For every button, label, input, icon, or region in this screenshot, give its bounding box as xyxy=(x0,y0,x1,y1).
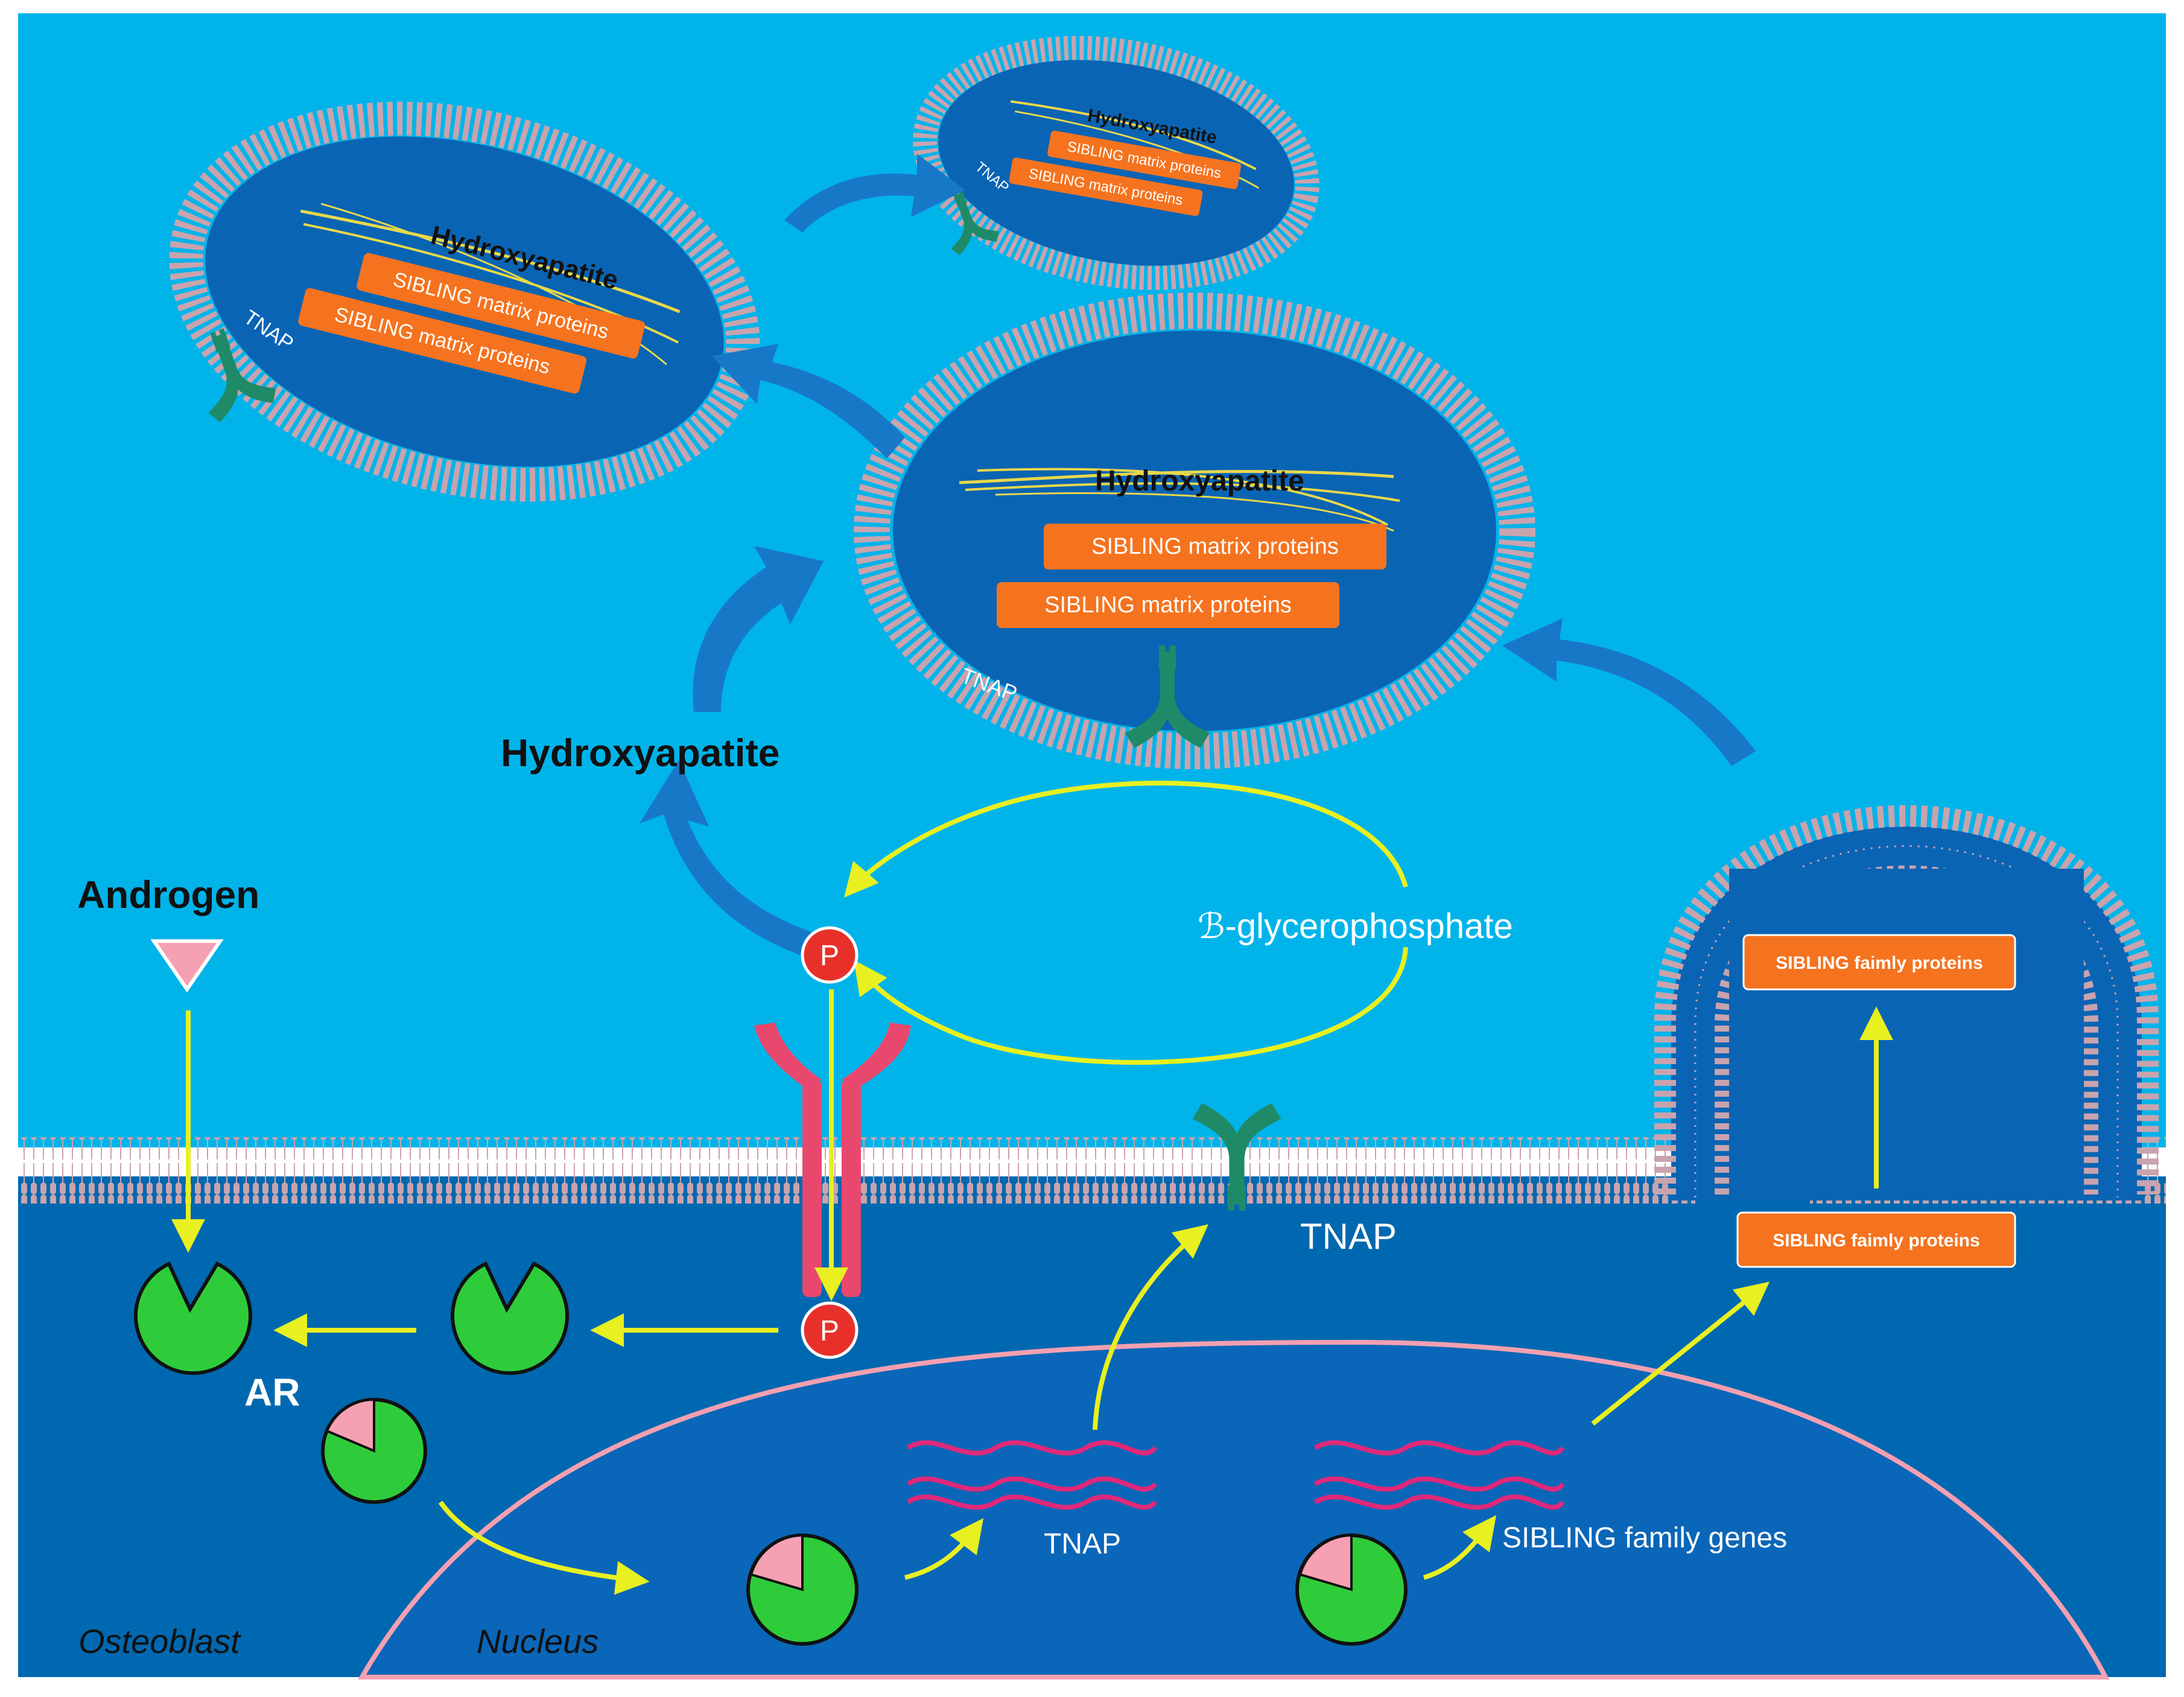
vesicle-large-sibling-box-1 xyxy=(1044,524,1386,569)
androgen-ligand-icon xyxy=(150,939,224,993)
vesicle-large-sibling-label-1: SIBLING matrix proteins xyxy=(1091,534,1339,559)
androgen-ar-complex-2 xyxy=(746,1534,859,1646)
arrow-complex-to-tnap-gene xyxy=(904,1518,984,1580)
androgen-receptor-unbound-1 xyxy=(134,1261,252,1375)
matrix-vesicle-small: Hydroxyapatite SIBLING matrix proteins S… xyxy=(913,36,1319,290)
vesicle-large-hydroxyapatite-label: Hydroxyapatite xyxy=(1095,465,1304,497)
arrow-sibling-gene-to-protein xyxy=(1591,1281,1770,1426)
svg-text:P: P xyxy=(820,940,839,972)
sibling-gene-label: SIBLING family genes xyxy=(1502,1522,1787,1554)
vesicle-left-sibling-box-2 xyxy=(298,288,587,394)
sibling-protein-label-vesicle: SIBLING faimly proteins xyxy=(1776,953,1982,973)
sibling-protein-box-vesicle xyxy=(1742,934,2016,991)
arrow-tnap-gene-to-membrane xyxy=(1093,1224,1208,1430)
sibling-gene-dna xyxy=(1313,1440,1565,1510)
arrow-complex-to-sibling-gene xyxy=(1423,1515,1497,1580)
phosphate-intracellular: P xyxy=(801,1301,859,1359)
budding-vesicle xyxy=(1654,805,2159,1201)
blue-arrow-to-small-vesicle xyxy=(784,154,965,232)
blue-arrow-up-left-upper xyxy=(693,546,824,712)
androgen-ar-complex-1 xyxy=(321,1398,427,1504)
cycle-arrow-upper xyxy=(844,781,1408,898)
tnap-gene-dna xyxy=(906,1440,1158,1510)
cycle-arrow-lower xyxy=(854,947,1408,1065)
matrix-vesicle-left: Hydroxyapatite SIBLING matrix proteins S… xyxy=(169,101,760,502)
vesicle-transport-arrows xyxy=(640,154,1756,965)
glycerophosphate-label: ℬ-glycerophosphate xyxy=(1198,907,1513,946)
vesicle-large-sibling-label-2: SIBLING matrix proteins xyxy=(1044,592,1292,618)
nucleus-label: Nucleus xyxy=(477,1622,598,1660)
androgen-ar-complex-3 xyxy=(1295,1534,1408,1646)
blue-arrow-to-left-vesicle xyxy=(712,344,905,458)
glycerophosphate-cycle: ℬ-glycerophosphate xyxy=(844,781,1513,1065)
blue-arrow-up-left-lower xyxy=(640,760,842,965)
blue-arrow-from-budding-vesicle xyxy=(1502,618,1756,766)
arrow-complex-to-nucleus xyxy=(438,1500,650,1595)
osteoblast-label: Osteoblast xyxy=(78,1622,241,1660)
tnap-gene-label: TNAP xyxy=(1044,1528,1121,1560)
hydroxyapatite-label: Hydroxyapatite xyxy=(501,731,779,775)
vesicle-left-sibling-box-1 xyxy=(357,253,646,359)
androgen-receptor-unbound-2 xyxy=(451,1261,569,1375)
matrix-vesicle-large: Hydroxyapatite SIBLING matrix proteins S… xyxy=(854,293,1535,769)
vesicle-small-sibling-box-1 xyxy=(1047,130,1242,189)
vesicle-small-sibling-box-2 xyxy=(1009,157,1203,217)
membrane-receptor xyxy=(754,1023,911,1297)
membrane-tnap-label: TNAP xyxy=(1300,1216,1397,1257)
sibling-protein-label-cytoplasm: SIBLING faimly proteins xyxy=(1773,1231,1979,1251)
ar-label: AR xyxy=(244,1371,300,1414)
androgen-label: Androgen xyxy=(77,873,259,916)
sibling-protein-box-cytoplasm xyxy=(1736,1211,2016,1268)
vesicle-large-sibling-box-2 xyxy=(997,582,1339,628)
phosphate-extracellular: P xyxy=(801,926,859,984)
svg-text:P: P xyxy=(820,1315,839,1347)
